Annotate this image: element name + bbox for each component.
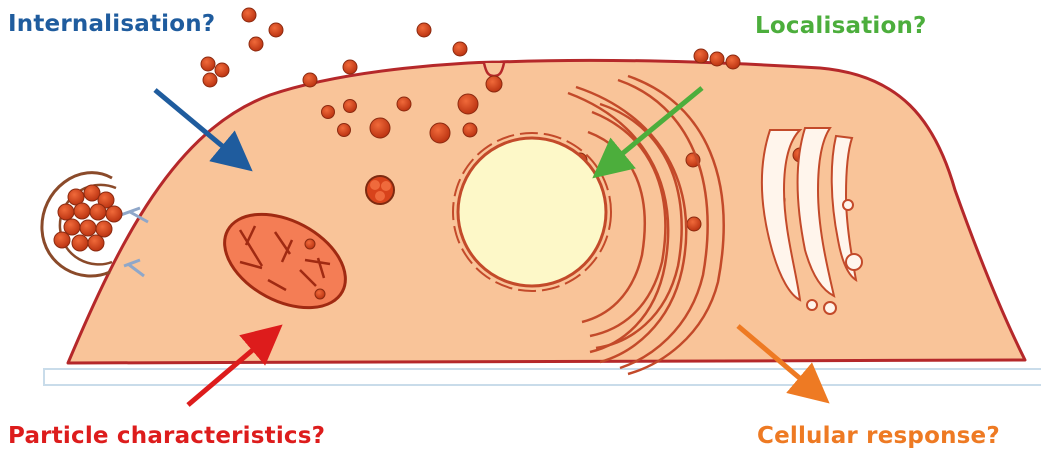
localisation-label: Localisation? [755, 15, 927, 38]
membrane-pit [484, 63, 504, 76]
endosome [366, 176, 394, 204]
particle-characteristics-label: Particle characteristics? [8, 425, 325, 448]
cellular-response-label: Cellular response? [757, 425, 1000, 448]
particle-cluster [54, 185, 122, 251]
substrate [44, 369, 1041, 385]
internalisation-label: Internalisation? [8, 13, 215, 36]
